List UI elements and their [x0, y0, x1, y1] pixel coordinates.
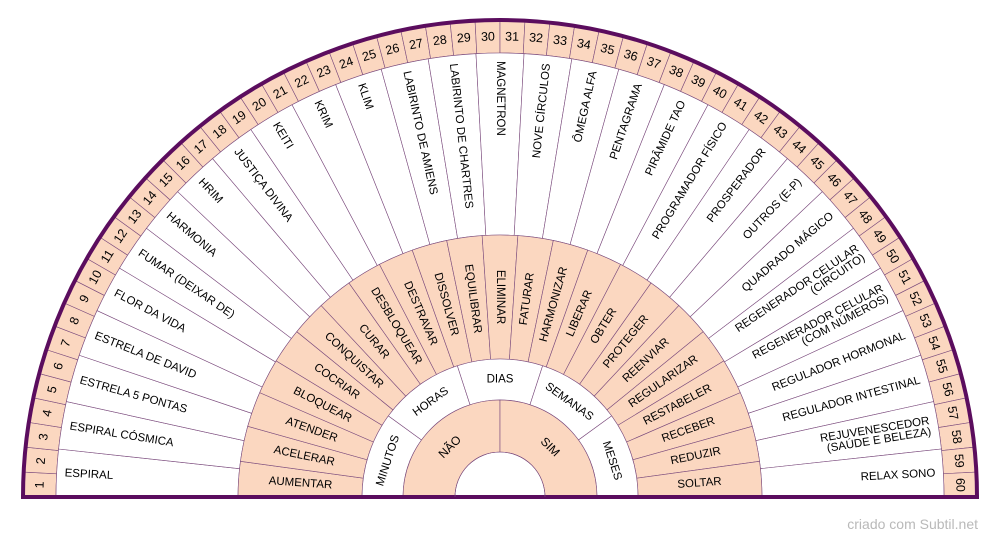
number-label: 21: [271, 83, 290, 102]
credit-text: criado com Subtil.net: [847, 516, 978, 532]
number-label: 32: [529, 30, 544, 45]
number-label: 39: [689, 72, 708, 91]
number-label: 48: [856, 207, 876, 227]
number-label: 41: [731, 95, 750, 114]
number-label: 7: [58, 338, 74, 349]
number-label: 18: [210, 122, 230, 142]
number-label: 33: [552, 33, 568, 49]
outer-rim: [21, 18, 979, 498]
number-label: 4: [40, 408, 55, 417]
number-label: 11: [98, 247, 117, 265]
number-label: 22: [292, 72, 311, 91]
remedy-label: RELAX SONO: [860, 467, 935, 483]
number-label: 59: [952, 453, 967, 468]
number-label: 3: [36, 432, 51, 441]
remedy-label: MAGNETRON: [494, 61, 506, 136]
number-label: 5: [45, 384, 60, 394]
time-label: DIAS: [487, 374, 514, 386]
number-label: 57: [945, 405, 961, 421]
action-label: ELIMINAR: [494, 270, 506, 324]
number-label: 23: [315, 62, 333, 80]
number-label: 2: [34, 457, 49, 465]
center-arc: [454, 451, 546, 498]
number-label: 42: [751, 108, 770, 127]
number-label: 40: [710, 83, 729, 102]
number-label: 54: [925, 334, 943, 352]
number-label: 51: [895, 268, 914, 287]
number-label: 24: [337, 54, 355, 72]
number-label: 38: [667, 62, 685, 80]
number-label: 53: [916, 312, 934, 330]
number-label: 55: [933, 358, 950, 375]
number-label: 50: [883, 247, 902, 266]
number-label: 43: [771, 122, 791, 142]
number-label: 1: [33, 481, 47, 488]
action-label: SOLTAR: [677, 476, 722, 491]
number-label: 34: [576, 36, 592, 52]
number-label: 10: [86, 268, 105, 287]
number-label: 20: [250, 95, 269, 114]
number-label: 60: [953, 478, 967, 492]
number-label: 8: [67, 315, 83, 327]
number-label: 56: [939, 381, 956, 398]
number-label: 29: [456, 30, 471, 45]
number-label: 12: [111, 226, 130, 245]
number-label: 37: [645, 54, 663, 72]
remedy-label: ESPIRAL: [64, 467, 114, 482]
number-label: 35: [599, 41, 616, 58]
number-label: 26: [384, 41, 401, 58]
number-label: 13: [125, 207, 145, 227]
number-label: 28: [432, 33, 448, 49]
action-ring: AUMENTARACELERARATENDERBLOQUEARCOCRIARCO…: [237, 234, 763, 498]
number-label: 58: [949, 429, 965, 445]
number-label: 52: [906, 289, 925, 308]
number-label: 30: [481, 29, 495, 43]
number-label: 19: [229, 108, 248, 127]
action-label: AUMENTAR: [268, 475, 332, 491]
number-label: 31: [505, 29, 519, 43]
number-label: 36: [622, 47, 639, 64]
number-label: 49: [870, 226, 889, 245]
number-label: 25: [361, 47, 378, 64]
number-label: 27: [408, 36, 424, 52]
number-label: 6: [51, 361, 66, 372]
